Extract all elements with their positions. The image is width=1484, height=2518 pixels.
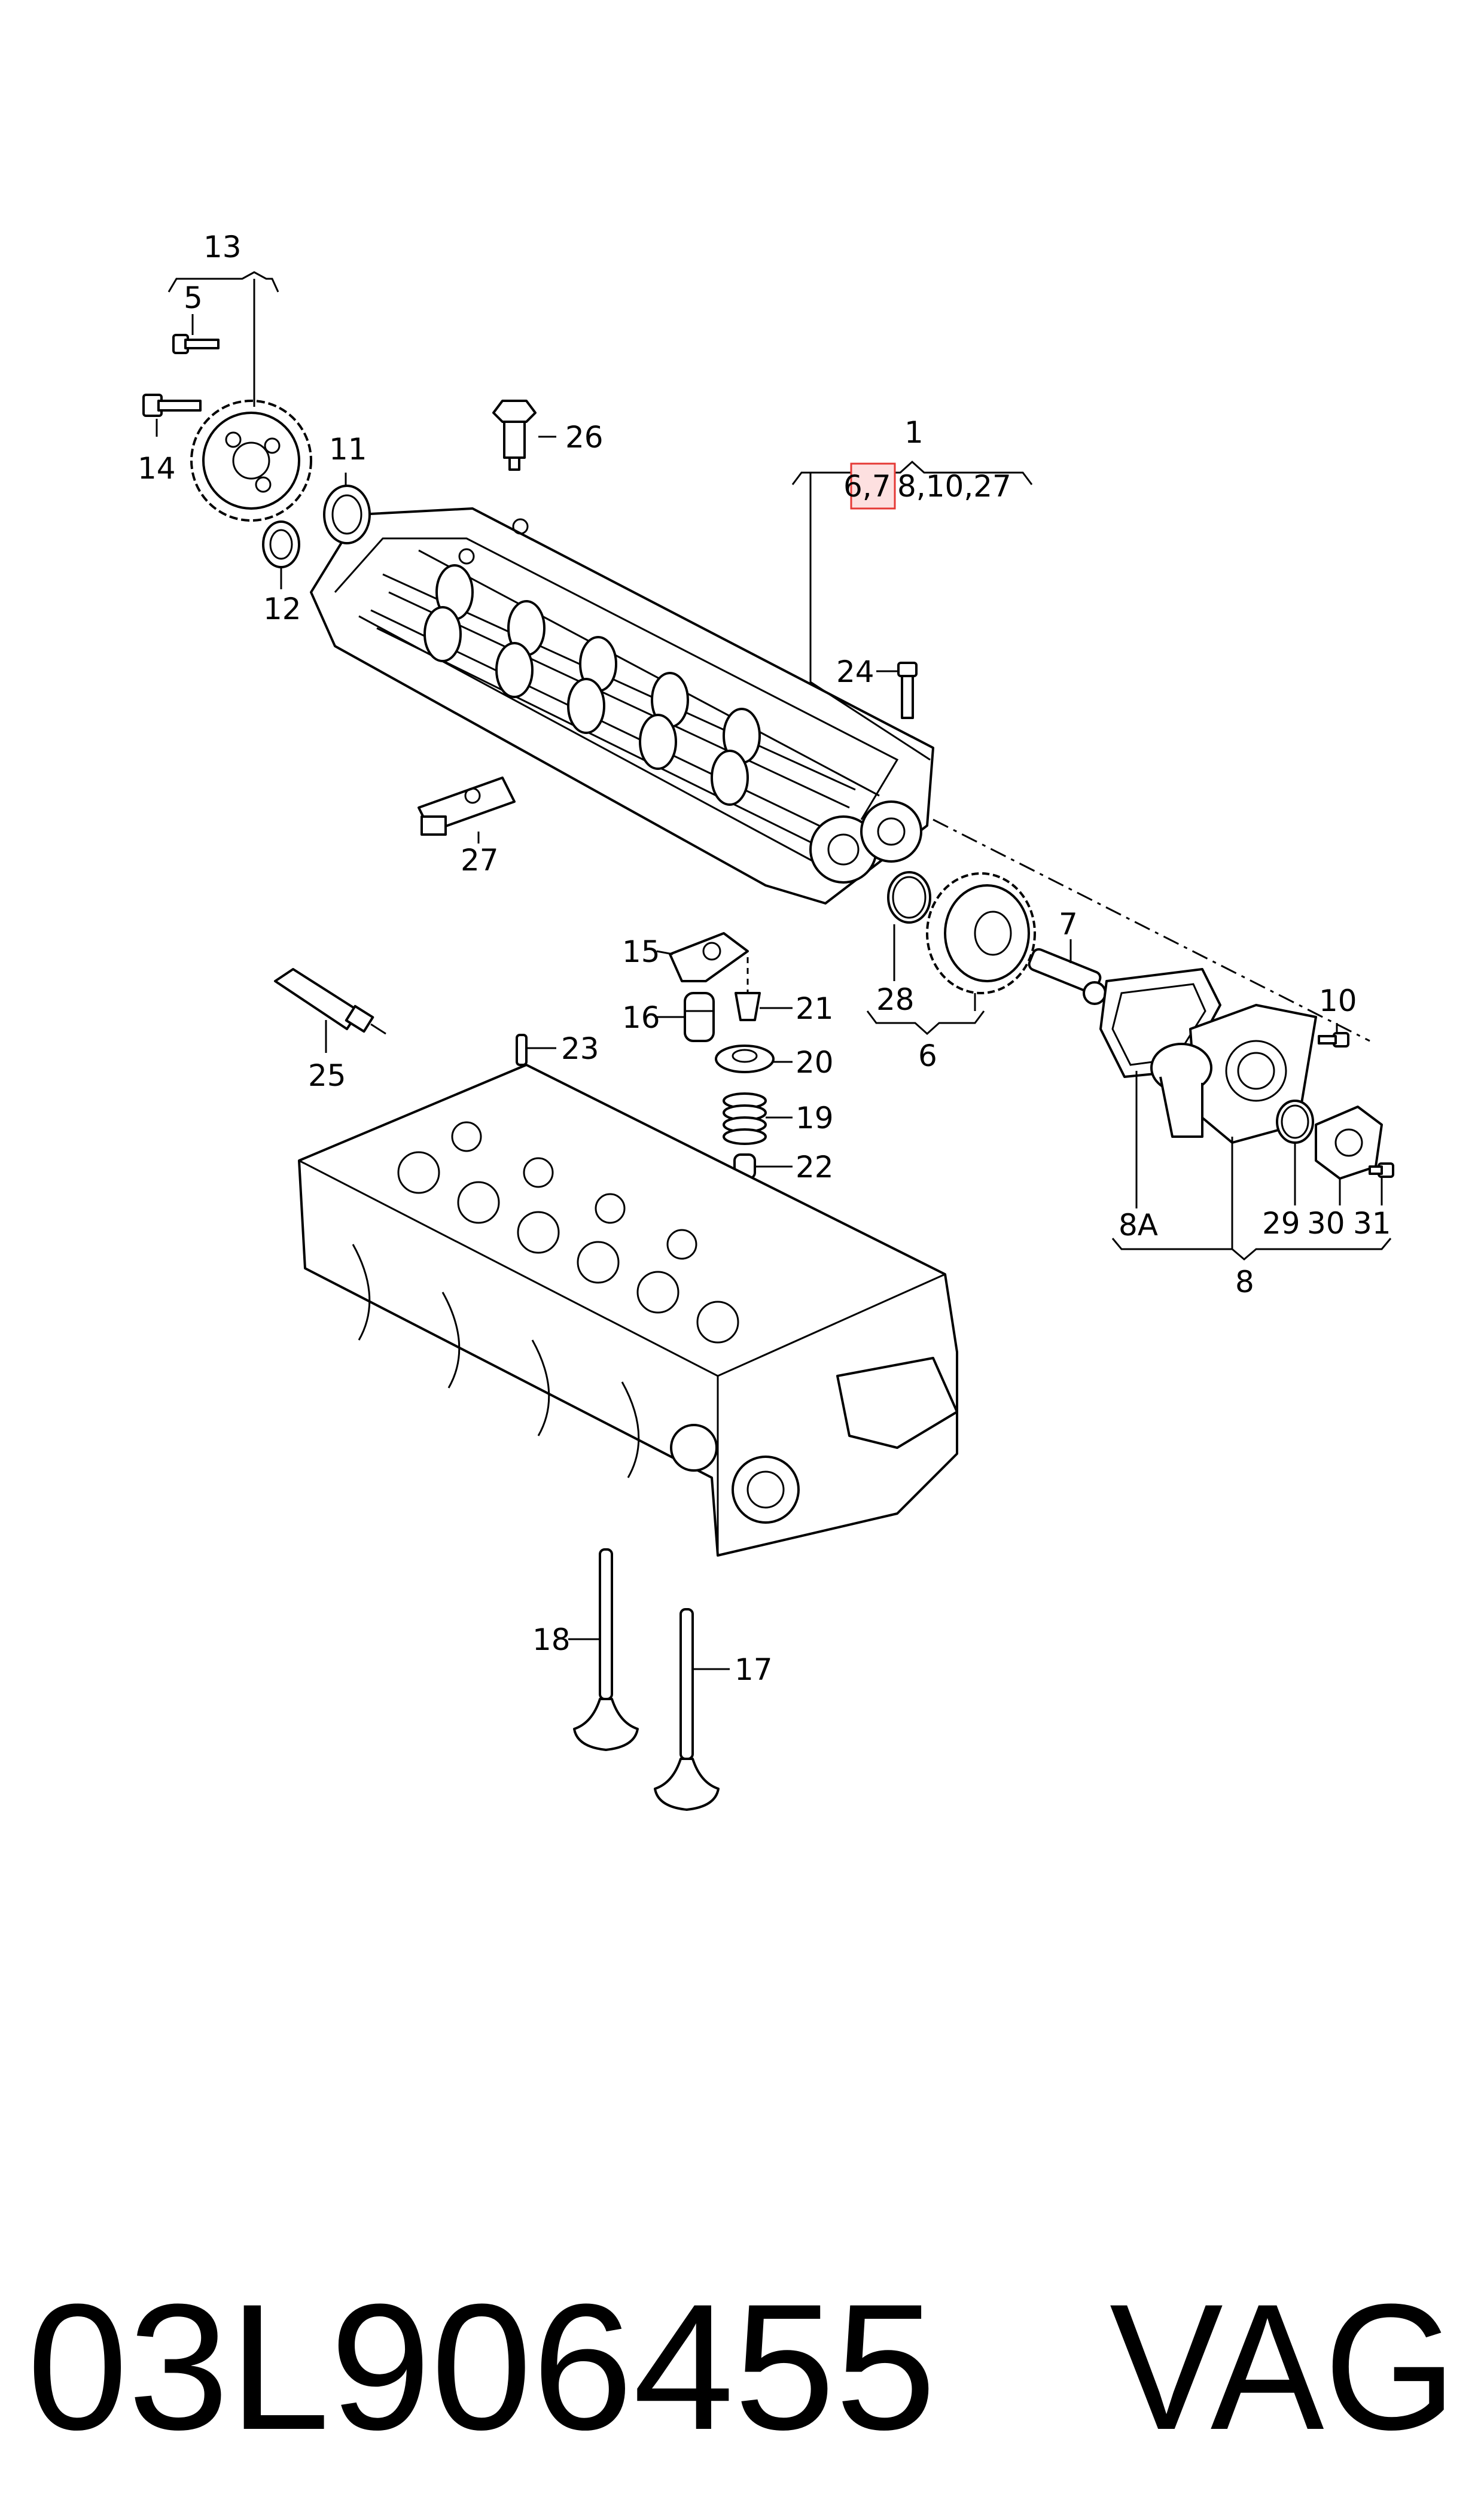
- callout-11: 11: [329, 432, 367, 467]
- callout-24: 24: [836, 654, 874, 689]
- callout-31: 31: [1353, 1206, 1391, 1241]
- part-number: 03L906455: [27, 2266, 936, 2467]
- callout-16: 16: [622, 1000, 660, 1035]
- brand-name: VAG: [1110, 2266, 1456, 2467]
- leader-lines: [156, 271, 1392, 1670]
- camshaft-adjuster-6: [926, 872, 1036, 994]
- callout-29: 29: [1262, 1206, 1300, 1241]
- sensor-26: [492, 400, 537, 471]
- bolt-14: [142, 394, 202, 417]
- callout-26: 26: [565, 420, 604, 455]
- footer: 03L906455 VAG: [27, 2266, 1456, 2467]
- callout-19: 19: [796, 1101, 834, 1135]
- callout-1-highlight: 6,7: [843, 469, 891, 504]
- callout-13: 13: [203, 230, 242, 264]
- callout-1: 1: [904, 415, 924, 450]
- camshafts: [370, 564, 856, 851]
- bolt-10: [1318, 1032, 1349, 1048]
- spring-seat-20: [715, 1045, 775, 1073]
- callout-labels: 13 5 14 11 12 26 1 6,7 8,10,27 24 27 15 …: [138, 230, 1391, 1687]
- callout-8a: 8A: [1119, 1208, 1158, 1243]
- callout-12: 12: [263, 592, 301, 626]
- bolt-5: [172, 334, 220, 354]
- callout-25: 25: [308, 1058, 346, 1093]
- callout-28: 28: [876, 982, 915, 1017]
- callout-18: 18: [532, 1622, 571, 1657]
- callout-10: 10: [1319, 984, 1357, 1018]
- callout-7: 7: [1059, 907, 1078, 942]
- camshaft-housing: [310, 507, 934, 905]
- seal-12: [262, 520, 300, 568]
- rocker-arm-15: [669, 932, 749, 982]
- seal-11: [323, 485, 371, 544]
- callout-22: 22: [796, 1150, 834, 1185]
- valve-7: [1028, 948, 1107, 1005]
- callout-15: 15: [622, 934, 660, 969]
- callout-20: 20: [796, 1045, 834, 1080]
- callout-17: 17: [735, 1652, 773, 1687]
- callout-30: 30: [1307, 1206, 1345, 1241]
- callout-6: 6: [918, 1039, 937, 1073]
- valve-spring-19: [723, 1092, 767, 1145]
- callout-1-group: 8,10,27: [897, 469, 1011, 504]
- hydraulic-lifter-16: [684, 992, 715, 1042]
- pin-23: [516, 1034, 528, 1066]
- bolt-31: [1369, 1162, 1394, 1178]
- sensor-27: [418, 777, 516, 836]
- camshaft-sprocket: [190, 400, 312, 522]
- valve-18: [573, 1548, 639, 1751]
- callout-8: 8: [1235, 1265, 1254, 1299]
- callout-5: 5: [184, 281, 203, 315]
- callout-21: 21: [796, 991, 834, 1026]
- callout-27: 27: [461, 843, 499, 878]
- cylinder-head: [298, 1064, 958, 1557]
- highlight-box: [850, 462, 896, 510]
- valve-keeper-21: [735, 992, 761, 1021]
- valve-17: [654, 1608, 720, 1811]
- callout-23: 23: [561, 1031, 599, 1066]
- callout-14: 14: [138, 451, 176, 486]
- sealant-tube-25: [274, 968, 386, 1035]
- o-ring-29: [1276, 1100, 1314, 1144]
- o-ring-28: [887, 871, 931, 924]
- bolt-24: [897, 662, 918, 719]
